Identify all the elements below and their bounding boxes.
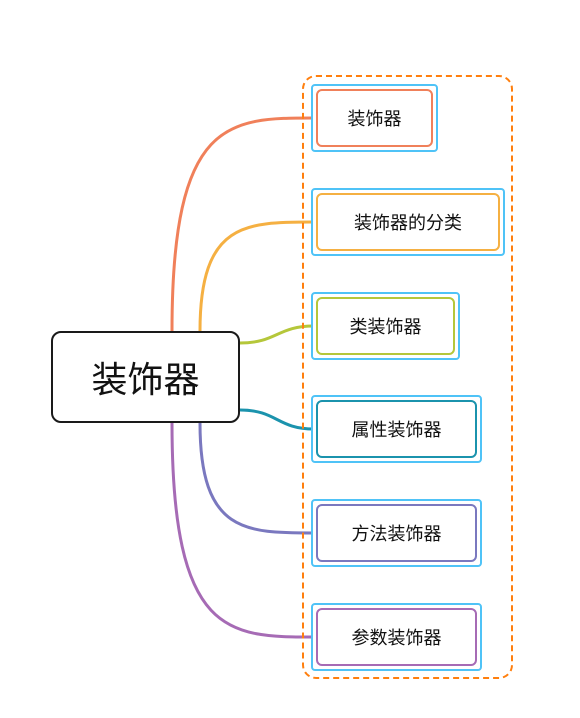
child-node-parameter-decorator[interactable]: 参数装饰器 xyxy=(311,603,482,671)
connector-line-0 xyxy=(170,116,316,333)
child-node-inner: 装饰器的分类 xyxy=(316,193,500,251)
child-node-inner: 方法装饰器 xyxy=(316,504,477,562)
connector-line-5 xyxy=(170,421,316,639)
child-node-property-decorator[interactable]: 属性装饰器 xyxy=(311,395,482,463)
child-node-inner: 类装饰器 xyxy=(316,297,455,355)
child-node-decorator[interactable]: 装饰器 xyxy=(311,84,438,152)
child-node-decorator-categories[interactable]: 装饰器的分类 xyxy=(311,188,505,256)
connector-line-1 xyxy=(198,220,316,333)
child-node-label: 类装饰器 xyxy=(349,317,422,338)
child-node-inner: 参数装饰器 xyxy=(316,608,477,666)
child-node-label: 属性装饰器 xyxy=(351,420,442,441)
child-node-inner: 属性装饰器 xyxy=(316,400,477,458)
child-node-label: 装饰器 xyxy=(347,109,402,130)
child-node-label: 方法装饰器 xyxy=(351,524,442,545)
child-node-class-decorator[interactable]: 类装饰器 xyxy=(311,292,460,360)
child-node-inner: 装饰器 xyxy=(316,89,433,147)
child-node-label: 装饰器的分类 xyxy=(354,213,462,234)
root-node-label: 装饰器 xyxy=(91,360,200,401)
child-node-method-decorator[interactable]: 方法装饰器 xyxy=(311,499,482,567)
children-group-frame xyxy=(302,75,513,679)
root-node[interactable]: 装饰器 xyxy=(51,331,240,423)
connector-line-4 xyxy=(198,421,316,535)
child-node-label: 参数装饰器 xyxy=(351,628,442,649)
